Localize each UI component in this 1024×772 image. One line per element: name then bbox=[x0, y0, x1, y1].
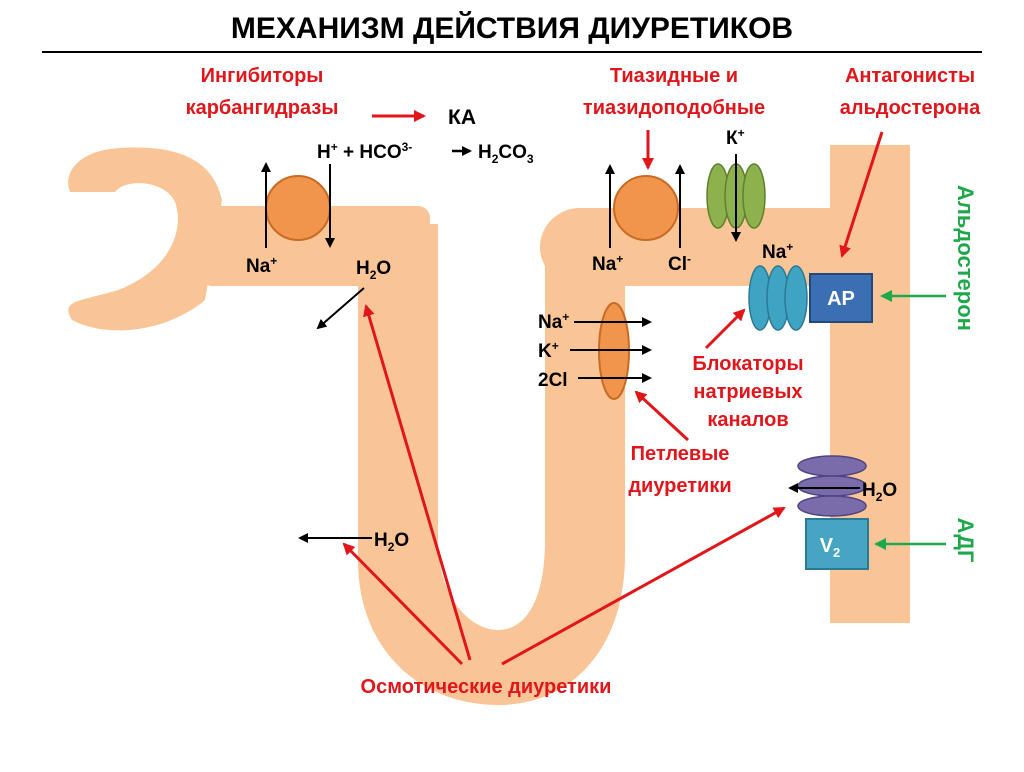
na-blockers-label-1: Блокаторы bbox=[692, 353, 803, 375]
loop-diuretics-label-2: диуретики bbox=[628, 475, 731, 497]
h2o-proximal-arrow bbox=[316, 287, 365, 330]
reaction-h: H bbox=[317, 142, 331, 163]
na-blockers-arrow bbox=[704, 308, 746, 350]
h2o-label-proximal: H2O bbox=[356, 258, 391, 282]
thiazide-label-1: Тиазидные и bbox=[610, 65, 738, 87]
loop-diuretics-label-1: Петлевые bbox=[631, 443, 730, 465]
v2-label: V2 bbox=[820, 535, 841, 560]
osmotic-arrow-proximal bbox=[363, 304, 472, 661]
k-label-loop: K+ bbox=[538, 339, 559, 362]
na-blockers-label-3: каналов bbox=[707, 409, 788, 431]
osmotic-arrow-collecting bbox=[501, 506, 786, 666]
aldo-antag-label-2: альдостерона bbox=[840, 97, 981, 119]
na-h-exchanger bbox=[265, 175, 331, 241]
reaction-product-sub: 2 bbox=[492, 152, 499, 166]
thiazide-label-2: тиазидоподобные bbox=[583, 97, 765, 119]
ka-label: КА bbox=[448, 106, 476, 129]
cl-label-dct: Cl- bbox=[668, 252, 691, 275]
osmotic-label: Осмотические диуретики bbox=[361, 676, 612, 698]
aldo-antag-label-1: Антагонисты bbox=[845, 65, 975, 87]
adh-label: АДГ bbox=[953, 518, 978, 563]
reaction-h-charge: + bbox=[331, 140, 338, 154]
bowman-capsule bbox=[68, 147, 222, 331]
nacl-cotransporter bbox=[613, 175, 679, 241]
reaction-product-sub2: 3 bbox=[527, 152, 534, 166]
ca-inhibitors-label-1: Ингибиторы bbox=[201, 65, 324, 87]
na-label-dct: Na+ bbox=[592, 252, 623, 275]
k-label-dct: К+ bbox=[726, 126, 745, 149]
na-label-proximal: Na+ bbox=[246, 254, 277, 277]
aldosterone-receptor bbox=[809, 273, 873, 323]
na-blockers-label-2: натриевых bbox=[693, 381, 802, 403]
ca-inhibitors-label-2: карбангидразы bbox=[186, 97, 339, 119]
loop-of-henle bbox=[358, 224, 625, 705]
aldo-antag-arrow bbox=[839, 131, 884, 258]
loop-diuretics-arrow bbox=[634, 390, 690, 442]
reaction-product-co: CO bbox=[498, 142, 527, 163]
aquaporin-channel bbox=[797, 455, 867, 517]
reaction-product-h: H bbox=[478, 142, 492, 163]
osmotic-arrow-loop bbox=[342, 542, 464, 666]
ap-label: АР bbox=[827, 288, 855, 310]
cl-label-loop: 2Cl bbox=[538, 370, 568, 391]
h2o-label-loop: H2O bbox=[374, 530, 409, 554]
na-label-loop: Na+ bbox=[538, 310, 569, 333]
reaction-hco: + HCO bbox=[338, 142, 402, 163]
h2o-label-collecting: H2O bbox=[862, 480, 897, 504]
page-title: МЕХАНИЗМ ДЕЙСТВИЯ ДИУРЕТИКОВ bbox=[231, 11, 793, 45]
svg-text:H2CO3: H2CO3 bbox=[478, 142, 534, 166]
reaction-equation: H+ + HCO3- H2CO3 bbox=[317, 140, 534, 166]
reaction-hco-charge: 3- bbox=[402, 140, 413, 154]
na-label-enac: Na+ bbox=[762, 240, 793, 263]
svg-text:H+ + HCO3-: H+ + HCO3- bbox=[317, 140, 412, 163]
v2-receptor bbox=[805, 518, 869, 570]
aldosterone-label: Альдостерон bbox=[953, 185, 978, 331]
epithelial-sodium-channel bbox=[748, 265, 808, 331]
